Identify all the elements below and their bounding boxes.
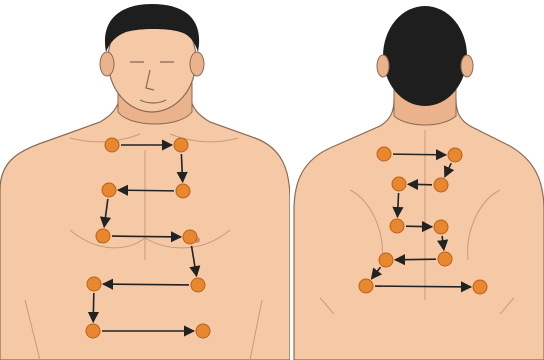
front-auscultation-point-4 <box>102 183 116 197</box>
front-auscultation-point-5 <box>96 229 110 243</box>
back-auscultation-point-4 <box>392 177 406 191</box>
front-auscultation-point-7 <box>191 278 205 292</box>
front-arrow-5 <box>112 236 181 237</box>
front-torso-figure <box>0 0 290 360</box>
back-auscultation-point-7 <box>438 252 452 266</box>
front-auscultation-point-8 <box>87 277 101 291</box>
front-arrow-8 <box>93 293 94 322</box>
back-auscultation-point-5 <box>390 219 404 233</box>
back-torso-figure <box>290 0 544 360</box>
back-ear-right <box>461 55 473 77</box>
back-torso-illustration <box>290 0 544 360</box>
back-auscultation-point-1 <box>377 147 391 161</box>
front-arrow-7 <box>103 284 189 285</box>
back-auscultation-point-9 <box>359 279 373 293</box>
back-ear-left <box>377 55 389 77</box>
back-auscultation-point-3 <box>434 178 448 192</box>
back-auscultation-point-6 <box>434 220 448 234</box>
back-arrow-7 <box>395 259 436 260</box>
front-auscultation-point-3 <box>176 184 190 198</box>
back-torso-body <box>294 100 544 360</box>
back-auscultation-point-10 <box>473 280 487 294</box>
back-arrow-3 <box>408 184 432 185</box>
back-auscultation-point-2 <box>448 148 462 162</box>
front-ear-left <box>100 52 114 76</box>
back-arrow-9 <box>375 286 471 287</box>
front-auscultation-point-10 <box>196 324 210 338</box>
back-arrow-5 <box>406 226 432 227</box>
front-auscultation-point-6 <box>183 230 197 244</box>
front-torso-illustration <box>0 0 290 360</box>
front-ear-right <box>190 52 204 76</box>
back-arrow-4 <box>397 193 398 217</box>
back-arrow-1 <box>393 154 446 155</box>
front-auscultation-point-2 <box>174 138 188 152</box>
front-arrow-3 <box>118 190 174 191</box>
back-auscultation-point-8 <box>379 253 393 267</box>
front-auscultation-point-9 <box>86 324 100 338</box>
back-head <box>383 6 467 106</box>
front-auscultation-point-1 <box>105 138 119 152</box>
